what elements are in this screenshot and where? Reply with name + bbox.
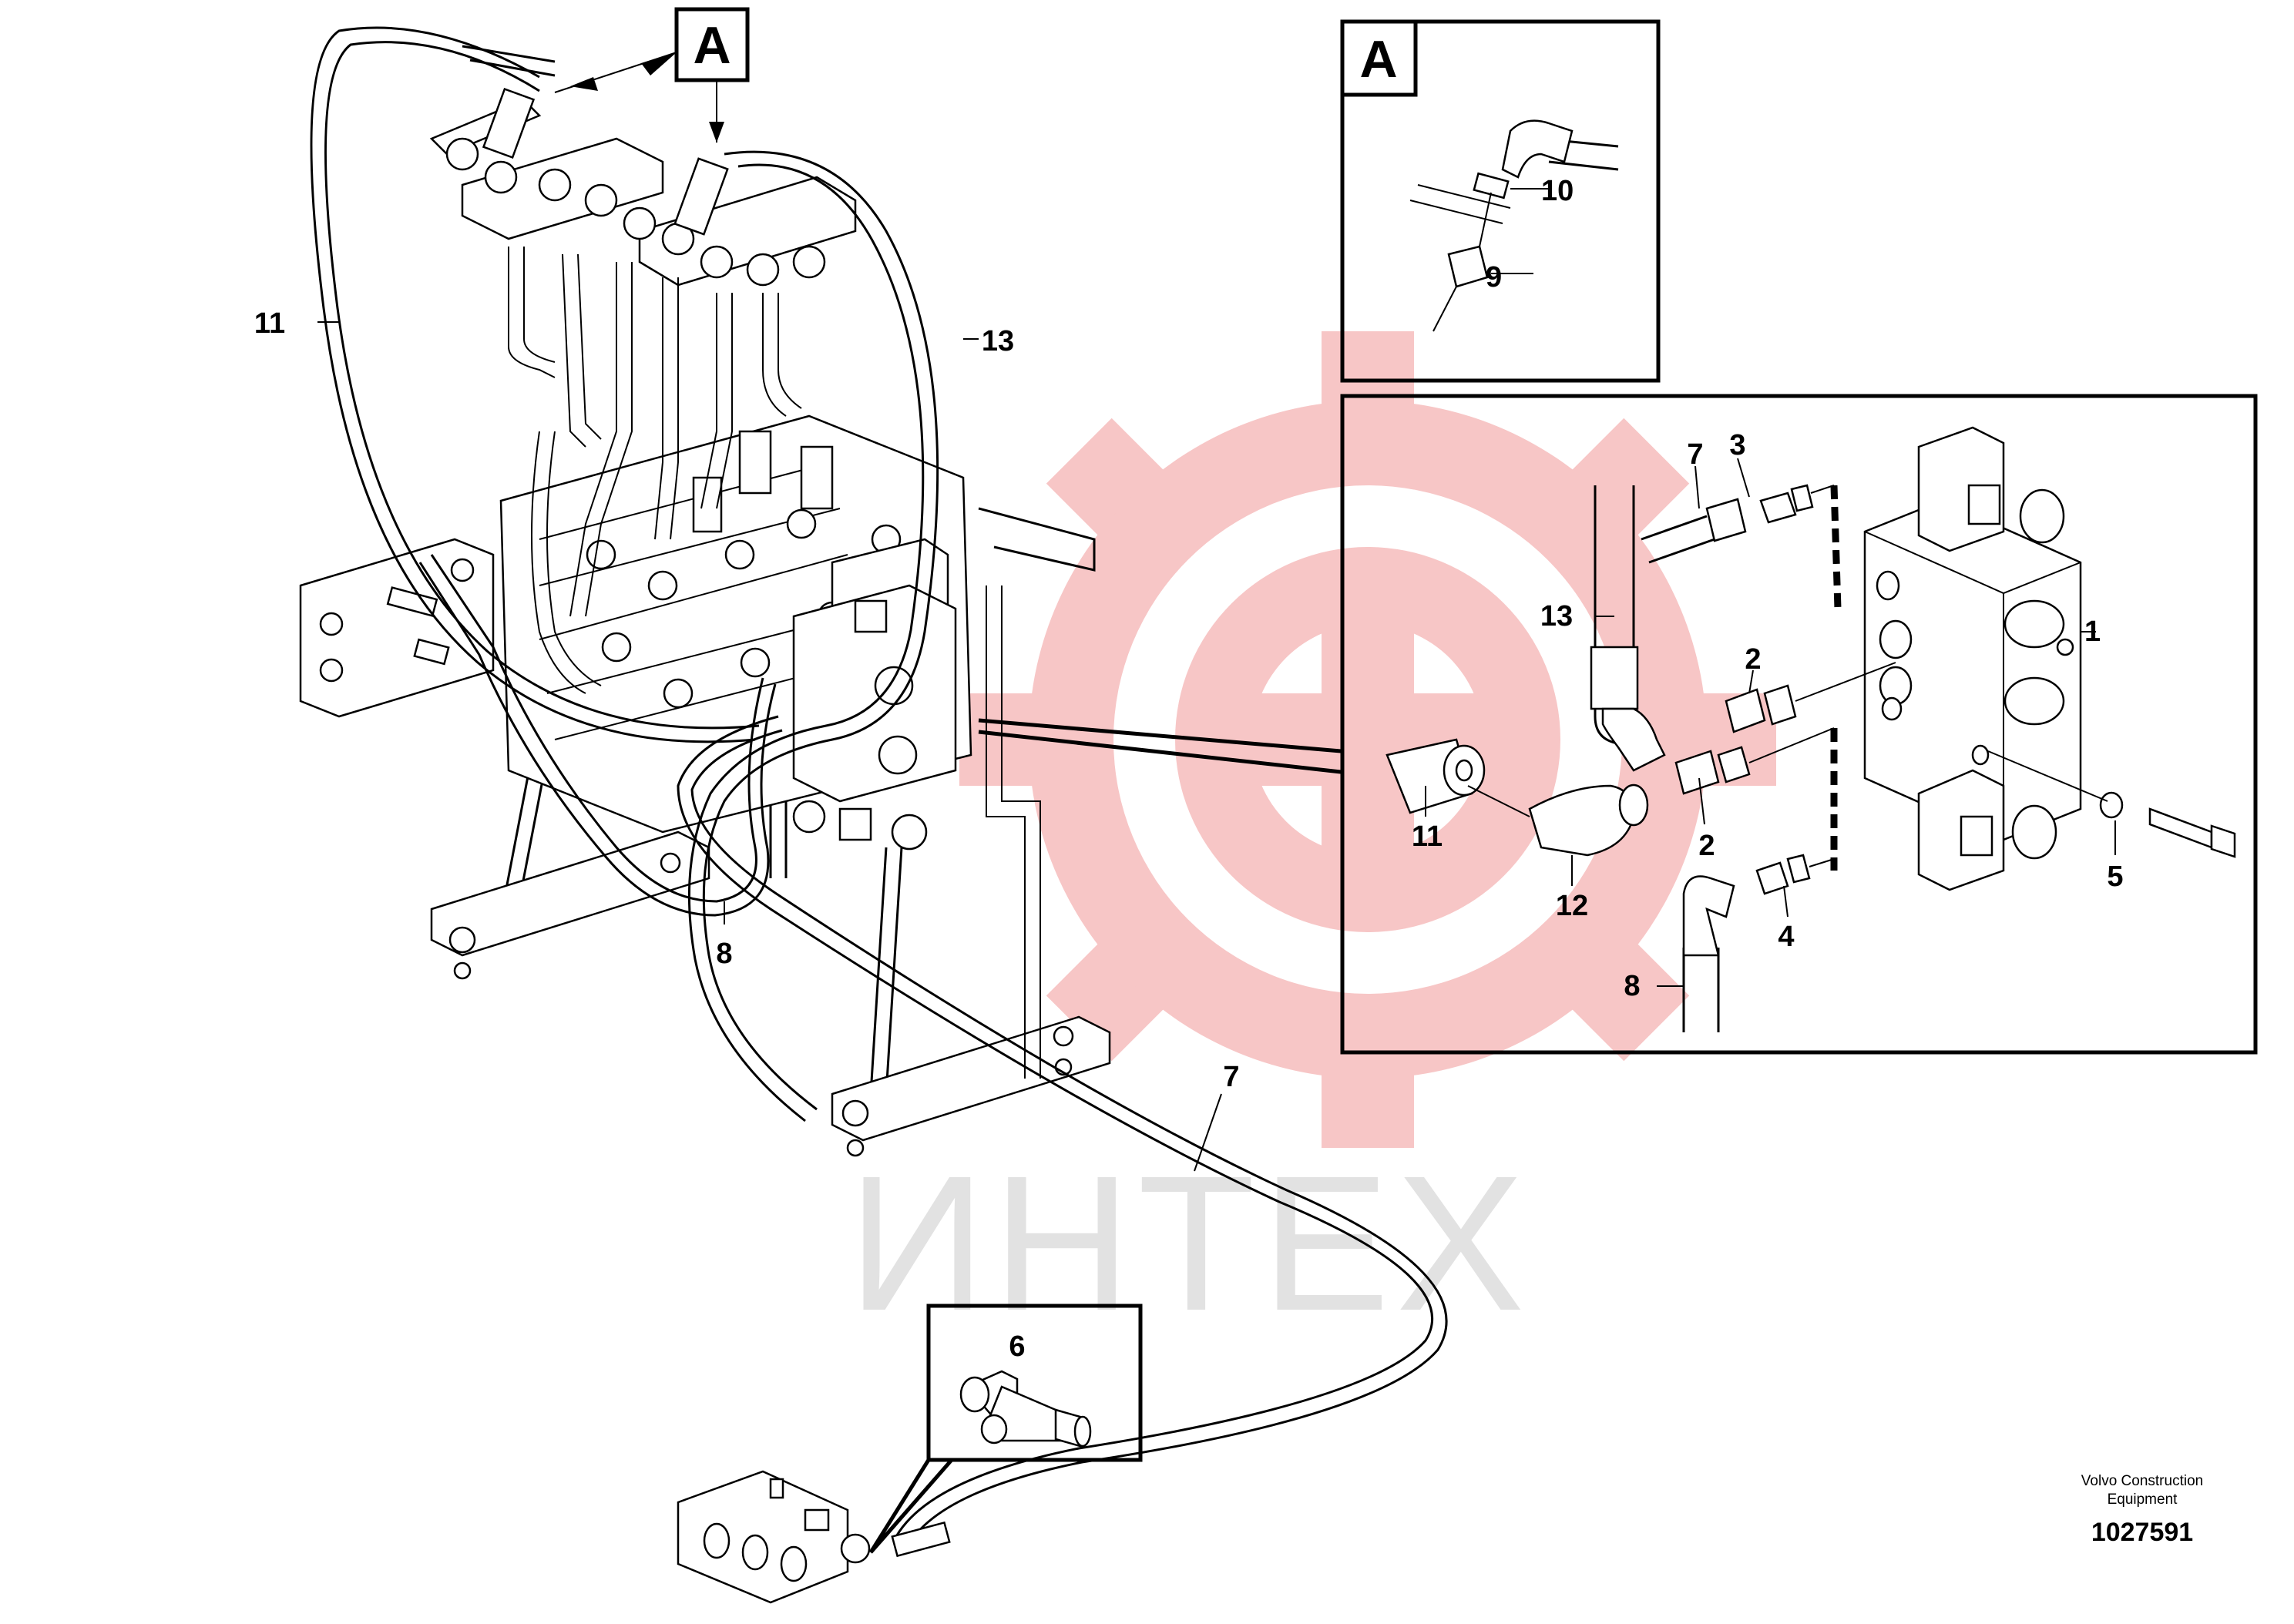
hose-13: [687, 150, 939, 1122]
pilot-valve-block: [792, 584, 957, 851]
hose-8: [418, 554, 777, 917]
callout-8-main: 8: [716, 938, 732, 970]
callout-4: 4: [1778, 921, 1794, 953]
bolt-and-washer: [1987, 750, 2236, 858]
callout-2-upper: 2: [1745, 643, 1761, 676]
callout-6: 6: [1009, 1330, 1025, 1363]
callout-11-main: 11: [254, 307, 285, 340]
callout-2-lower: 2: [1698, 830, 1715, 862]
callout-1: 1: [2084, 616, 2101, 648]
callout-5: 5: [2107, 861, 2123, 893]
detail-a-box: [674, 7, 750, 82]
credit-line-1: Volvo Construction: [2081, 1473, 2203, 1489]
callout-9: 9: [1486, 261, 1502, 294]
manifold-rails: [429, 87, 857, 287]
hose-11: [310, 26, 760, 743]
callout-12: 12: [1556, 890, 1588, 922]
detail-a-letter: A: [693, 16, 731, 75]
credit-block: Volvo Construction Equipment 1027591: [2081, 1473, 2203, 1547]
leaders-main: [317, 52, 1342, 1554]
left-fitting: [386, 586, 450, 666]
solenoid-valve-block: [1863, 426, 2082, 891]
credit-line-2: Equipment: [2108, 1491, 2178, 1508]
pilot-tubes: [508, 247, 802, 694]
callout-8-inset: 8: [1624, 970, 1640, 1002]
inset-valve-detail: 1 2 2 3 4 5 7 8 11 12 13: [1340, 394, 2258, 1055]
callout-3: 3: [1729, 429, 1745, 461]
inset-a-letter: A: [1359, 30, 1397, 89]
callout-10: 10: [1541, 175, 1574, 207]
main-assembly: [299, 87, 1111, 1157]
callout-7-inset: 7: [1687, 438, 1703, 471]
inset-6: 6: [926, 1304, 1143, 1462]
watermark-text: ИНТЕХ: [848, 1136, 1530, 1351]
callout-13-inset: 13: [1540, 600, 1573, 632]
callout-11-inset: 11: [1412, 820, 1443, 853]
hose-7: [677, 715, 1448, 1558]
main-callouts: A 11 13 8 7: [254, 7, 1240, 1093]
inset-a: A 10 9: [1340, 19, 1661, 383]
document-number: 1027591: [2091, 1518, 2193, 1547]
distribution-block: [677, 1470, 871, 1604]
callout-13-main: 13: [982, 325, 1014, 357]
callout-7-main: 7: [1223, 1061, 1239, 1093]
